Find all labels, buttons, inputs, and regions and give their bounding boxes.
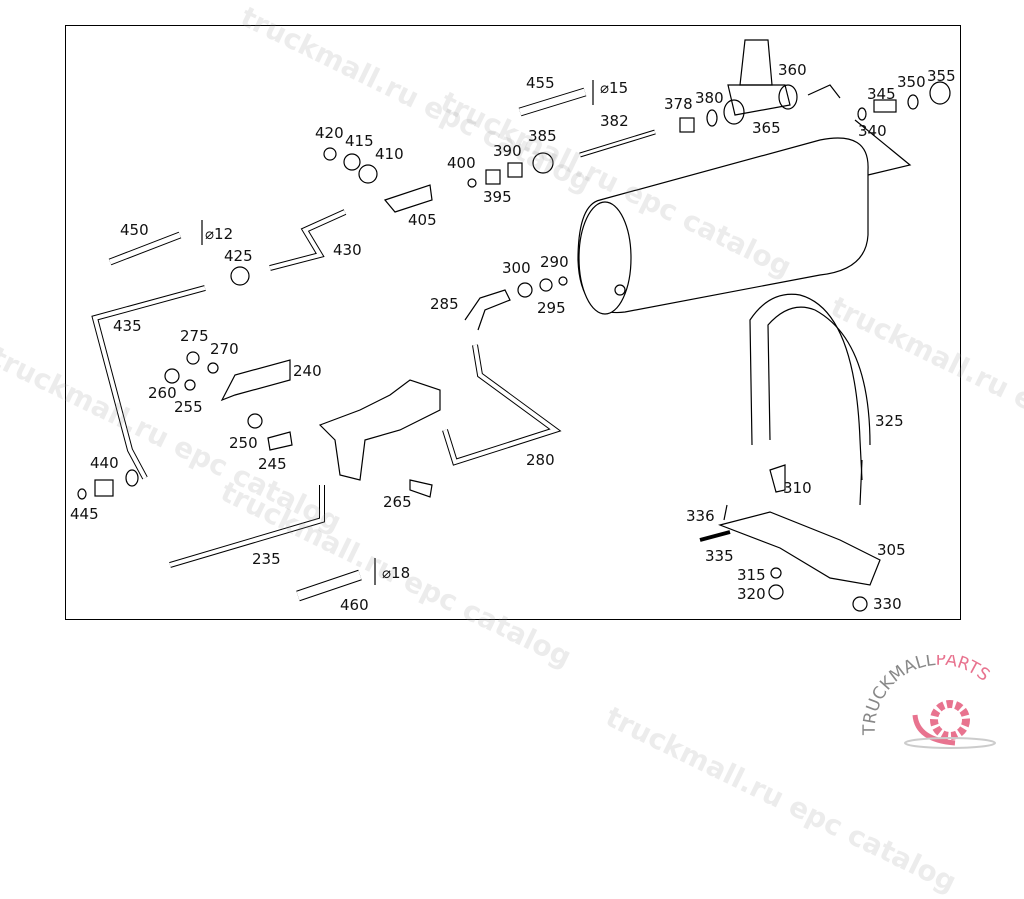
part-label: 315 [737,566,766,584]
part-label: 365 [752,119,781,137]
part-label: 235 [252,550,281,568]
part-label: 355 [927,67,956,85]
part-label: 400 [447,154,476,172]
part-label: 425 [224,247,253,265]
diameter-label: ⌀18 [382,564,411,582]
part-label: 382 [600,112,629,130]
part-label: 330 [873,595,902,613]
truckmall-parts-logo: TRUCKMALLPARTS [860,655,996,749]
valve-365 [679,39,951,133]
part-label: 390 [493,142,522,160]
part-label: 455 [526,74,555,92]
part-label: 336 [686,507,715,525]
part-label: 325 [875,412,904,430]
part-label: 395 [483,188,512,206]
part-label: 295 [537,299,566,317]
part-label: 385 [528,127,557,145]
part-label: 405 [408,211,437,229]
part-label: 270 [210,340,239,358]
part-label: 360 [778,61,807,79]
part-label: 320 [737,585,766,603]
part-label: 285 [430,295,459,313]
parts-diagram-drawing [77,39,951,612]
part-label: 300 [502,259,531,277]
part-label: 460 [340,596,369,614]
part-label: 265 [383,493,412,511]
diameter-label: ⌀12 [205,225,234,243]
part-label: 240 [293,362,322,380]
part-label: 415 [345,132,374,150]
part-label: 440 [90,454,119,472]
diagram-frame [65,25,961,620]
part-label: 420 [315,124,344,142]
part-label: 450 [120,221,149,239]
part-label: 340 [858,122,887,140]
logo-text: TRUCKMALL [860,655,937,736]
svg-text:TRUCKMALLPARTS: TRUCKMALLPARTS [860,655,994,736]
part-label: 430 [333,241,362,259]
part-label: 445 [70,505,99,523]
fittings [77,80,868,612]
part-label: 245 [258,455,287,473]
pipes [91,87,656,602]
part-label: 350 [897,73,926,91]
part-label: 250 [229,434,258,452]
part-label: 410 [375,145,404,163]
part-label: 435 [113,317,142,335]
part-label: 378 [664,95,693,113]
tank-strap [749,293,871,506]
part-label: 305 [877,541,906,559]
part-label: 275 [180,327,209,345]
part-label: 255 [174,398,203,416]
bracket-305 [718,511,881,586]
part-label: 380 [695,89,724,107]
part-label: 260 [148,384,177,402]
part-label: 345 [867,85,896,103]
diameter-label: ⌀15 [600,79,629,97]
part-label: 335 [705,547,734,565]
part-label: 290 [540,253,569,271]
part-label: 280 [526,451,555,469]
air-tank [577,119,912,315]
part-label: 310 [783,479,812,497]
